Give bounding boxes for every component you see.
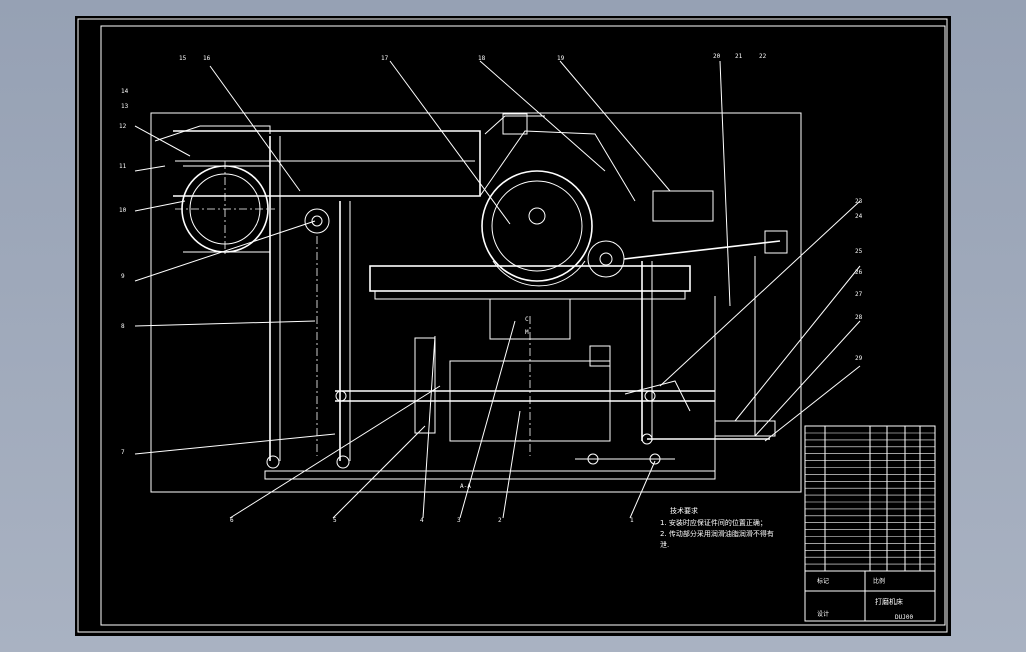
upper-arm [173,130,481,197]
arm-cap [484,115,545,135]
drawing-sheet: 1 2 3 4 5 6 7 8 9 10 11 12 13 14 15 16 1… [75,16,951,636]
outer-border [77,18,948,633]
title-block-label-a: 标记 [817,577,829,585]
callout-27: 27 [855,291,863,298]
callout-16: 16 [203,55,211,62]
center-mark-a: C [525,316,529,323]
sector-plate [624,380,691,412]
beam-pin-r [644,390,656,402]
callout-28: 28 [855,314,863,321]
wheel-guard [492,260,586,287]
callout-24: 24 [855,213,863,220]
beam-pin-l [335,390,347,402]
table-slide [374,290,686,300]
callout-17: 17 [381,55,389,62]
idler-hub [311,215,323,227]
title-block-name: 打磨机床 [875,597,903,606]
wheel-hub [528,207,546,225]
right-bracket [714,420,776,437]
callout-22: 22 [759,53,767,60]
grinding-wheel-inner [491,180,583,272]
clamp-right [589,345,611,367]
callout-10: 10 [119,207,127,214]
foot-m [336,455,350,469]
machine-outline [150,112,802,493]
leader-lines [134,60,861,519]
crank-arm [623,240,781,260]
parts-list-rows [805,432,935,572]
callout-4: 4 [420,517,424,524]
title-block-code: DUJ00 [895,614,913,621]
crank-knob [764,230,788,254]
callout-29: 29 [855,355,863,362]
callout-2: 2 [498,517,502,524]
mechanical-drawing: 1 2 3 4 5 6 7 8 9 10 11 12 13 14 15 16 1… [77,18,948,633]
title-block-label-b: 设计 [817,610,829,618]
callout-21: 21 [735,53,743,60]
section-label: A-A [460,483,471,490]
callout-25: 25 [855,248,863,255]
callout-8: 8 [121,323,125,330]
callout-11: 11 [119,163,127,170]
callout-9: 9 [121,273,125,280]
motor-block [652,190,714,222]
callout-13: 13 [121,103,129,110]
callout-12: 12 [119,123,127,130]
callout-15: 15 [179,55,187,62]
spring-left [414,337,436,434]
callout-26: 26 [855,269,863,276]
notes-line-1: 1. 安装时应保证件间的位置正确； [660,518,767,527]
callout-19: 19 [557,55,565,62]
callout-5: 5 [333,517,337,524]
gear-hub [599,252,613,266]
callout-14: 14 [121,88,129,95]
grinding-wheel [481,170,593,282]
cap-block [502,113,528,135]
notes-line-3: 泄. [660,540,669,549]
callout-labels: 1 2 3 4 5 6 7 8 9 10 11 12 13 14 15 16 1… [119,53,863,524]
callout-7: 7 [121,449,125,456]
base-plate [264,470,716,480]
notes-line-2: 2. 传动部分采用润滑油脂润滑不得有 [660,529,774,538]
callout-3: 3 [457,517,461,524]
notes-title: 技术要求 [670,506,698,515]
callout-6: 6 [230,517,234,524]
wheel-cover [479,130,636,202]
parts-list [804,425,936,622]
idler-pulley [304,208,330,234]
arm-head [154,125,271,142]
technical-notes: 技术要求 1. 安装时应保证件间的位置正确； 2. 传动部分采用润滑油脂润滑不得… [660,506,774,549]
gear [587,240,625,278]
center-mark-b: M [525,329,529,336]
callout-18: 18 [478,55,486,62]
callout-23: 23 [855,198,863,205]
callout-20: 20 [713,53,721,60]
title-block-label-c: 比例 [873,577,885,585]
inner-frame [100,25,946,626]
callout-1: 1 [630,517,634,524]
foot-l [266,455,280,469]
